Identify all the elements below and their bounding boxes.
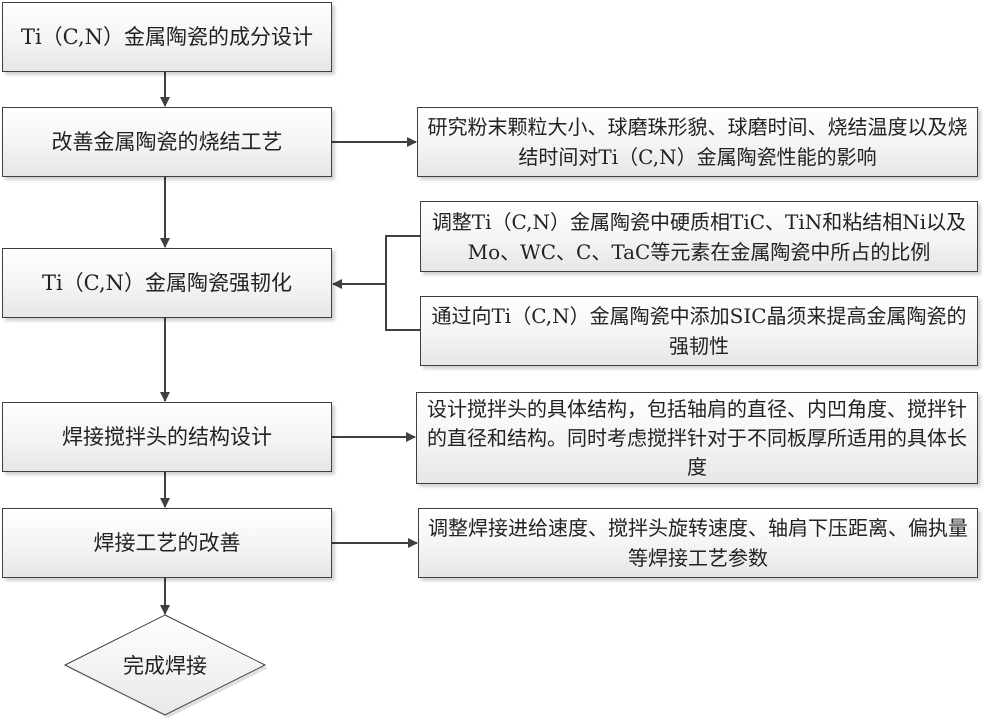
detail-phase-ratio: 调整Ti（C,N）金属陶瓷中硬质相TiC、TiN和粘结相Ni以及Mo、WC、C、… xyxy=(420,201,978,272)
step-label: 焊接搅拌头的结构设计 xyxy=(62,425,272,449)
step-composition-design: Ti（C,N）金属陶瓷的成分设计 xyxy=(2,2,332,72)
step-label: Ti（C,N）金属陶瓷的成分设计 xyxy=(20,25,314,49)
step-improve-sintering: 改善金属陶瓷的烧结工艺 xyxy=(2,107,332,177)
step-strengthening-toughening: Ti（C,N）金属陶瓷强韧化 xyxy=(2,248,332,318)
detail-text: 通过向Ti（C,N）金属陶瓷中添加SIC晶须来提高金属陶瓷的强韧性 xyxy=(431,304,967,358)
detail-text: 设计搅拌头的具体结构，包括轴肩的直径、内凹角度、搅拌针的直径和结构。同时考虑搅拌… xyxy=(427,396,967,479)
step-label: 焊接工艺的改善 xyxy=(93,531,241,555)
detail-sic-whisker: 通过向Ti（C,N）金属陶瓷中添加SIC晶须来提高金属陶瓷的强韧性 xyxy=(420,296,978,366)
end-diamond xyxy=(63,614,267,716)
step-tool-structure-design: 焊接搅拌头的结构设计 xyxy=(2,402,332,472)
bracket-details-to-step3 xyxy=(385,235,420,331)
step-label: 改善金属陶瓷的烧结工艺 xyxy=(51,130,283,154)
end-label: 完成焊接 xyxy=(123,654,207,678)
detail-sintering-factors: 研究粉末颗粒大小、球磨珠形貌、球磨时间、烧结温度以及烧结时间对Ti（C,N）金属… xyxy=(417,107,978,177)
detail-text: 研究粉末颗粒大小、球磨珠形貌、球磨时间、烧结温度以及烧结时间对Ti（C,N）金属… xyxy=(427,115,968,169)
detail-text: 调整Ti（C,N）金属陶瓷中硬质相TiC、TiN和粘结相Ni以及Mo、WC、C、… xyxy=(431,209,967,264)
detail-text: 调整焊接进给速度、搅拌头旋转速度、轴肩下压距离、偏执量等焊接工艺参数 xyxy=(428,516,968,570)
step-label: Ti（C,N）金属陶瓷强韧化 xyxy=(41,271,293,295)
step-welding-process-improvement: 焊接工艺的改善 xyxy=(2,508,332,578)
detail-welding-parameters: 调整焊接进给速度、搅拌头旋转速度、轴肩下压距离、偏执量等焊接工艺参数 xyxy=(418,508,978,578)
detail-tool-structure: 设计搅拌头的具体结构，包括轴肩的直径、内凹角度、搅拌针的直径和结构。同时考虑搅拌… xyxy=(416,392,978,484)
